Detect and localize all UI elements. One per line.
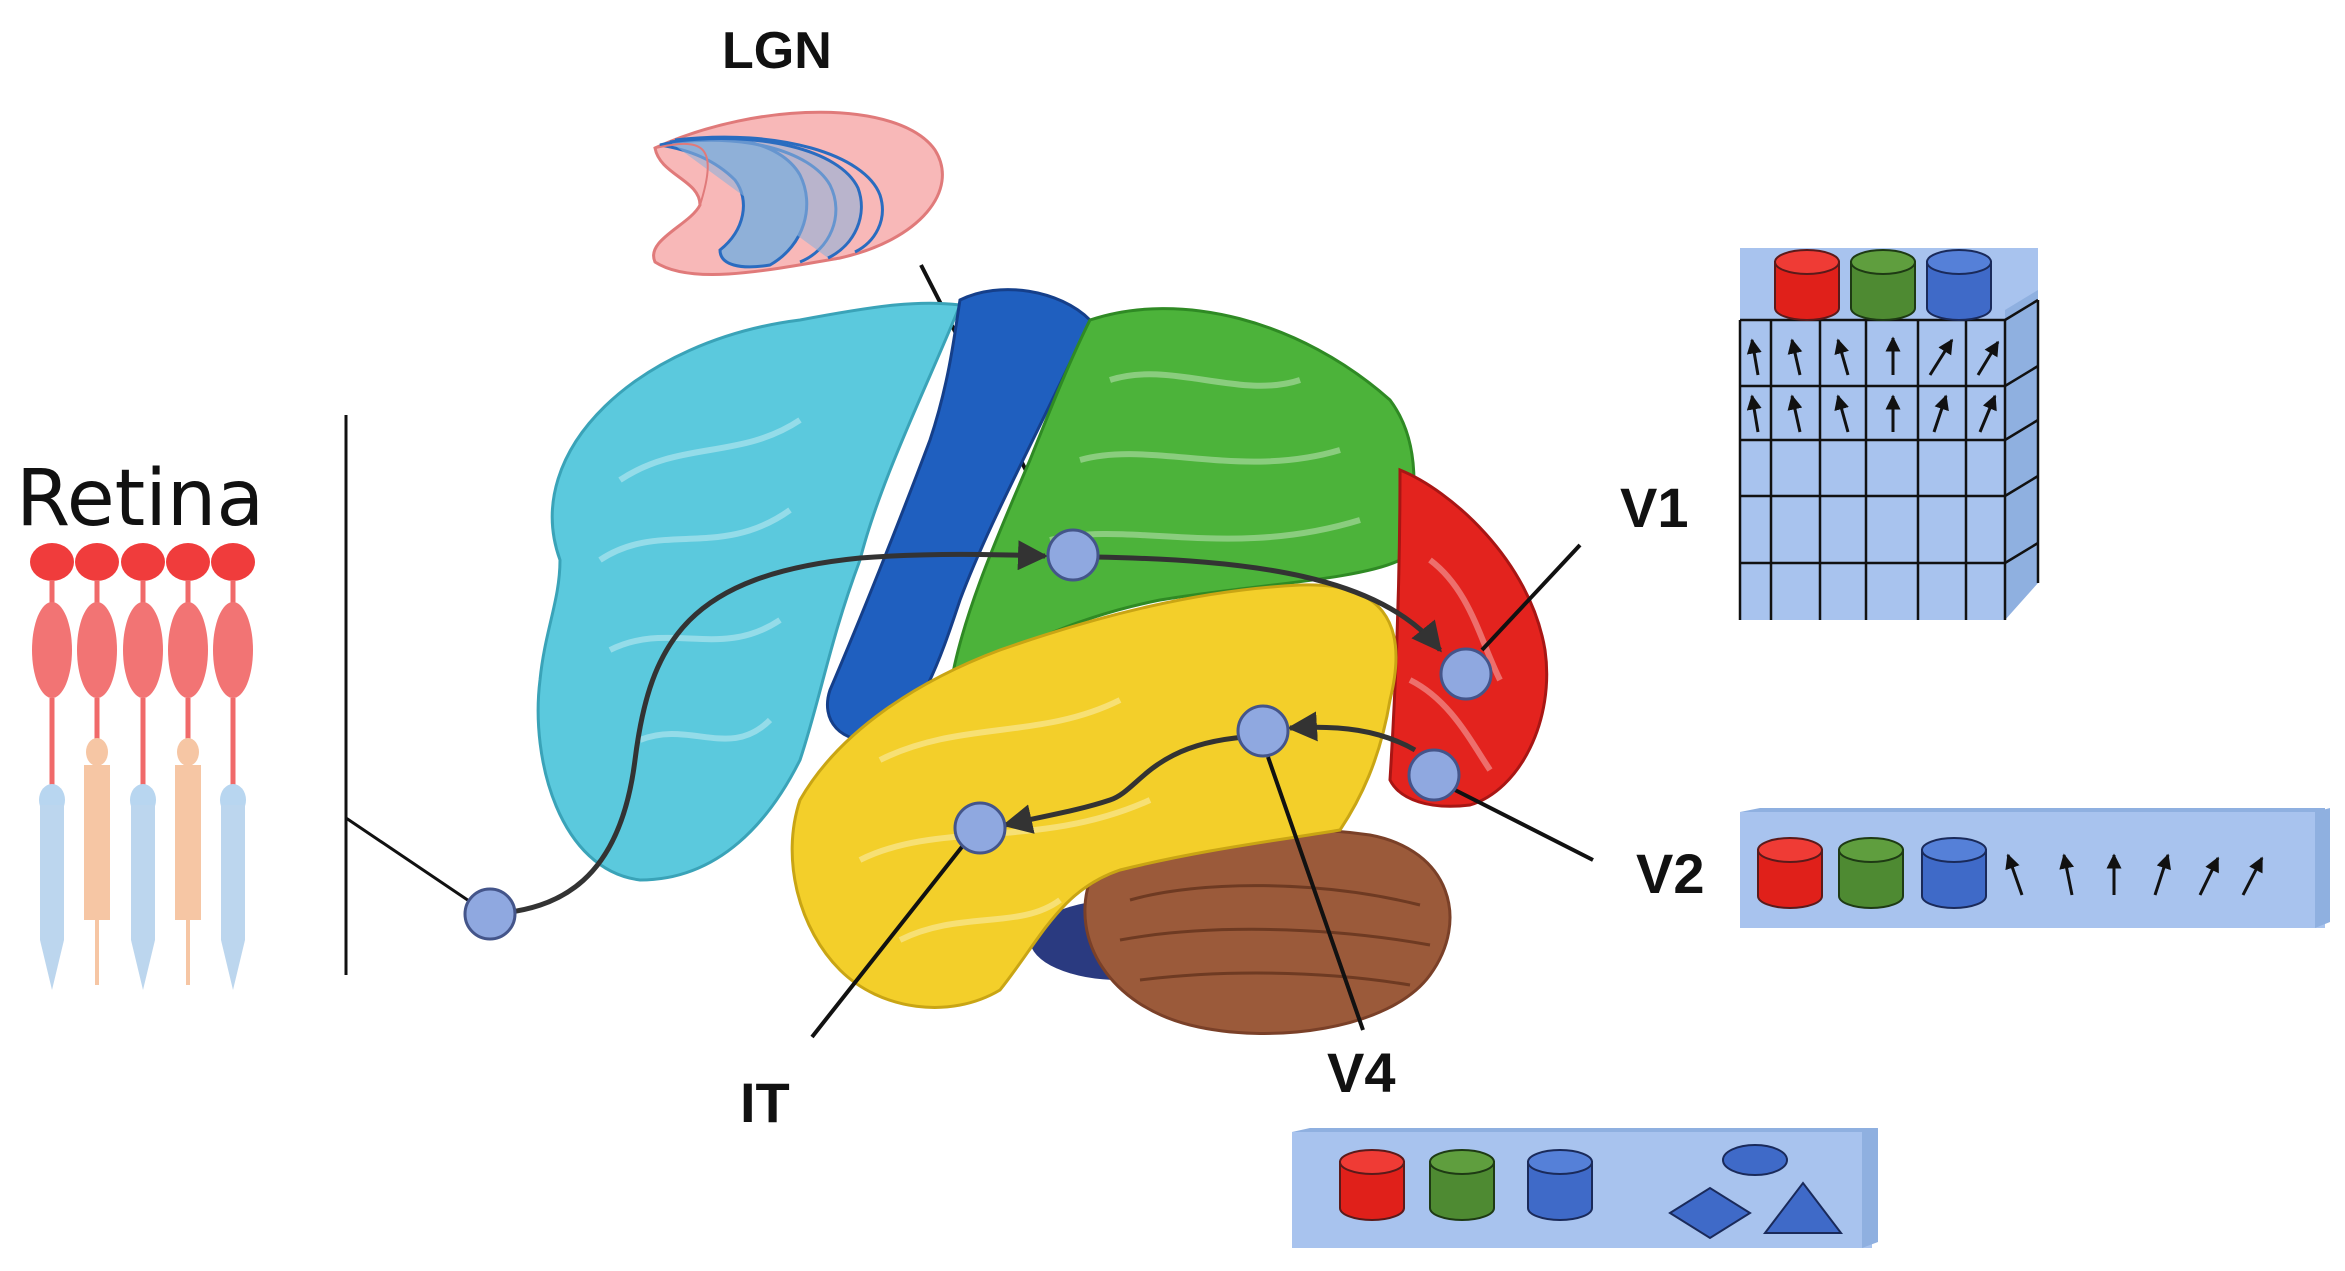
rod-cell-icon <box>166 543 210 985</box>
v4-node-icon <box>1236 704 1290 758</box>
it-node-icon <box>953 801 1007 855</box>
v4-feature-bar <box>1292 1128 1878 1248</box>
retina-node-icon <box>463 887 517 941</box>
v2-to-v4-arrow <box>1287 711 1417 753</box>
visual-pathway <box>489 540 1442 917</box>
lgn-node-icon <box>1046 528 1100 582</box>
v1-node-icon <box>1439 647 1493 701</box>
retina-connector <box>345 816 479 909</box>
v1-leader <box>1480 543 1582 652</box>
v1-feature-cube <box>1738 248 2040 620</box>
v2-feature-bar <box>1740 808 2330 928</box>
retina-to-lgn-arrow <box>489 540 1048 917</box>
v2-node-icon <box>1407 748 1461 802</box>
diamond-icon <box>1668 1186 1752 1240</box>
lgn-label: LGN <box>722 22 832 80</box>
v4-to-it-arrow <box>1002 734 1246 834</box>
retina-label: Retina <box>16 454 265 544</box>
it-leader <box>810 841 967 1039</box>
rod-cell-icon <box>75 543 119 985</box>
rod-cell-icon <box>211 543 255 990</box>
triangle-icon <box>1762 1181 1844 1234</box>
v4-leader <box>1266 756 1365 1031</box>
lgn-to-v1-arrow <box>1094 554 1442 653</box>
v2-leader <box>1454 788 1594 862</box>
ellipse-icon <box>1722 1144 1788 1176</box>
v4-label: V4 <box>1327 1041 1396 1104</box>
orientation-arrows-icon <box>2005 853 2264 896</box>
lgn-icon <box>652 110 944 276</box>
it-label: IT <box>740 1071 790 1134</box>
v2-label: V2 <box>1636 842 1705 905</box>
retina-cells-icon <box>30 543 255 990</box>
pathway-nodes <box>463 528 1493 941</box>
brain-icon <box>536 288 1549 1035</box>
rod-cell-icon <box>121 543 165 990</box>
v1-label: V1 <box>1620 476 1689 539</box>
rod-cell-icon <box>30 543 74 990</box>
orientation-arrows-icon <box>1746 336 2000 433</box>
